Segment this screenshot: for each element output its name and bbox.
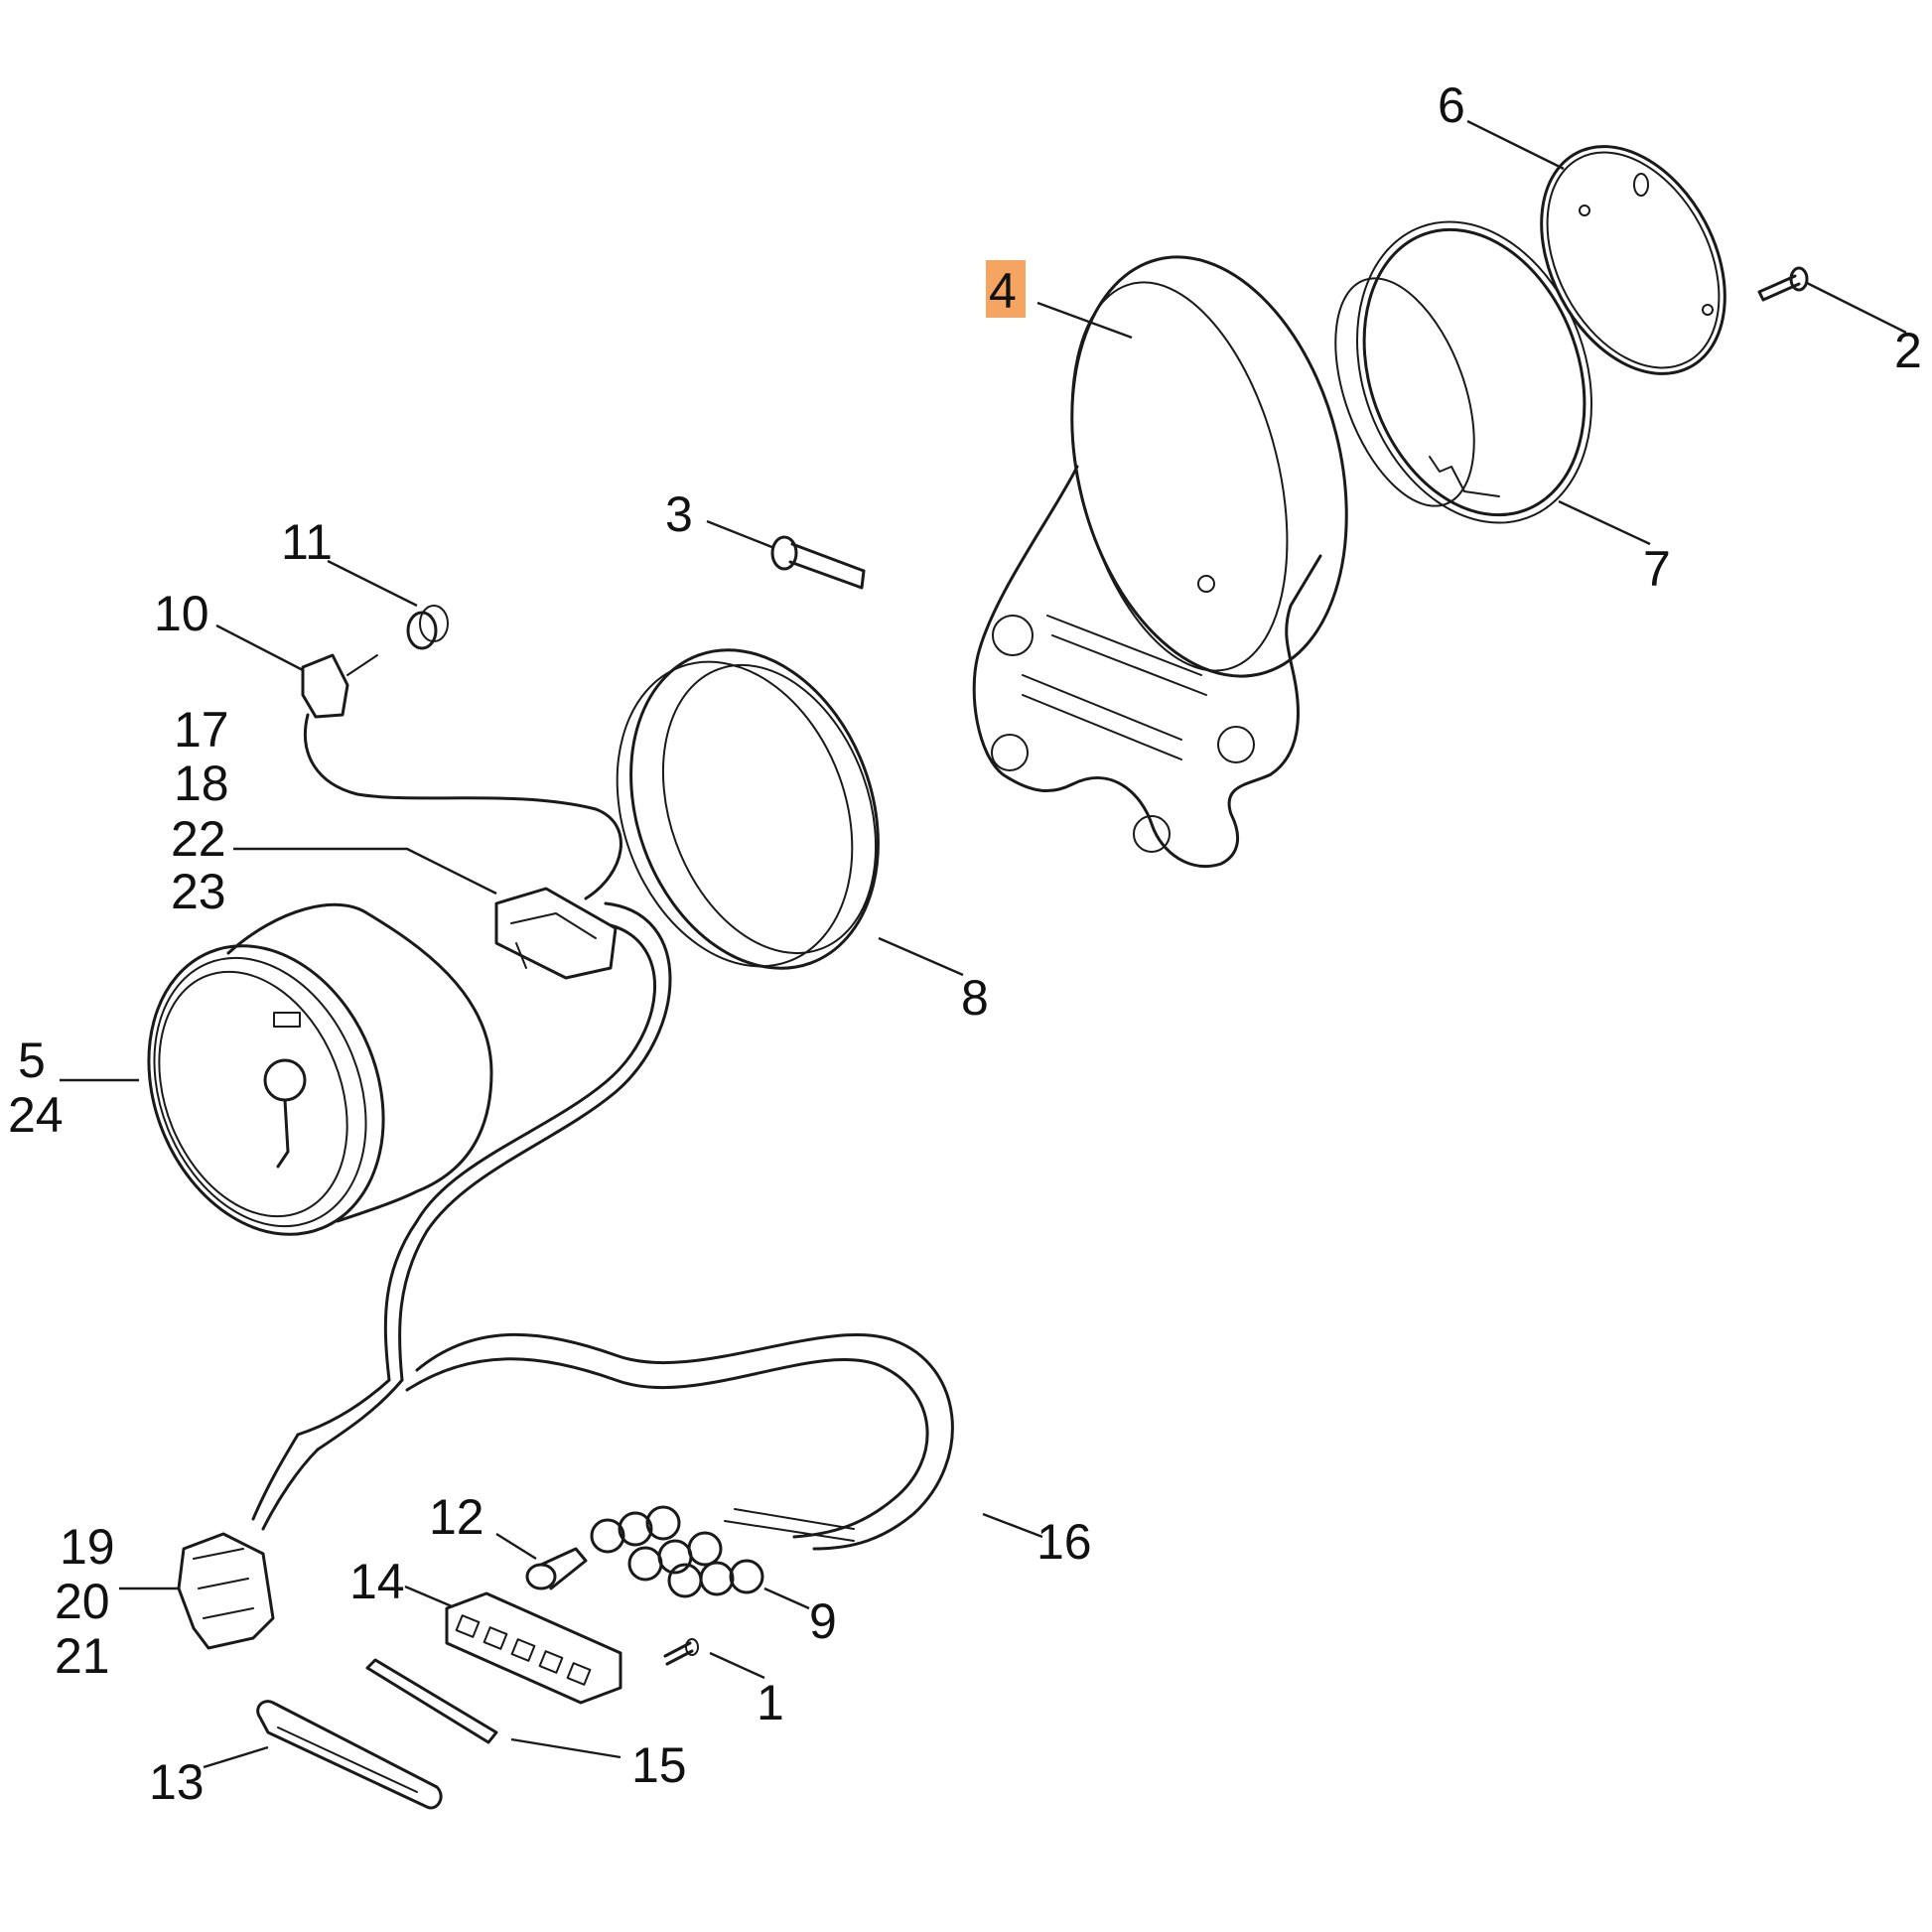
part-14-lens-block [445,1591,622,1705]
leader-15 [510,1737,621,1759]
part-10-bulb-socket [301,653,622,900]
part-3-bolt [770,535,866,590]
callout-9: 9 [809,1593,837,1649]
callout-4: 4 [989,263,1017,319]
leader-lines [60,119,1907,1769]
callouts: 1 2 3 4 5 6 7 8 9 10 11 12 13 14 15 16 1… [8,77,1922,1810]
part-13-bar [256,1700,443,1810]
callout-19: 19 [60,1519,115,1575]
leader-3 [706,519,775,550]
callout-1: 1 [757,1675,784,1730]
part-connector-17-23 [494,887,618,980]
leader-8 [878,936,964,977]
part-12-bulb [525,1547,588,1590]
callout-16: 16 [1036,1514,1092,1570]
leader-17-23 [233,847,497,896]
callout-4-highlight [986,260,1026,318]
callout-10: 10 [154,586,209,641]
part-7-ring [1334,220,1592,524]
part-11-plug [406,605,449,650]
leader-4 [1036,301,1133,340]
part-4-instrument-housing [972,255,1348,869]
leader-16 [982,1512,1043,1539]
part-16-wiring-harness [251,901,954,1551]
part-8-ring [616,648,880,970]
callout-13: 13 [149,1754,205,1810]
callout-17: 17 [174,702,229,758]
leader-2 [1806,281,1907,335]
callout-21: 21 [55,1628,110,1684]
leader-11 [327,559,418,608]
callout-15: 15 [631,1737,687,1793]
leader-9 [763,1587,810,1610]
callout-5: 5 [18,1033,46,1088]
leader-13 [203,1745,269,1769]
callout-3: 3 [665,486,693,542]
callout-11: 11 [281,514,333,570]
callout-14: 14 [349,1554,405,1609]
part-1-screw [663,1638,699,1666]
leader-10 [215,623,304,672]
callout-2: 2 [1894,323,1922,378]
part-19-21-connector [177,1532,275,1650]
part-2-screw [1757,266,1809,302]
part-9-bulb-holders [590,1505,764,1598]
leader-12 [495,1532,537,1561]
callout-12: 12 [429,1489,484,1545]
leader-6 [1466,119,1565,171]
callout-18: 18 [174,756,229,811]
part-15-strip [365,1658,498,1744]
callout-23: 23 [171,864,226,919]
callout-8: 8 [961,970,989,1026]
callout-6: 6 [1438,77,1465,133]
leader-14 [404,1585,453,1608]
callout-20: 20 [55,1574,110,1629]
callout-7: 7 [1643,541,1671,597]
callout-24: 24 [8,1087,64,1143]
part-5-gauge [147,902,493,1236]
leader-1 [709,1651,765,1680]
callout-22: 22 [171,811,226,867]
leader-7 [1558,499,1651,546]
